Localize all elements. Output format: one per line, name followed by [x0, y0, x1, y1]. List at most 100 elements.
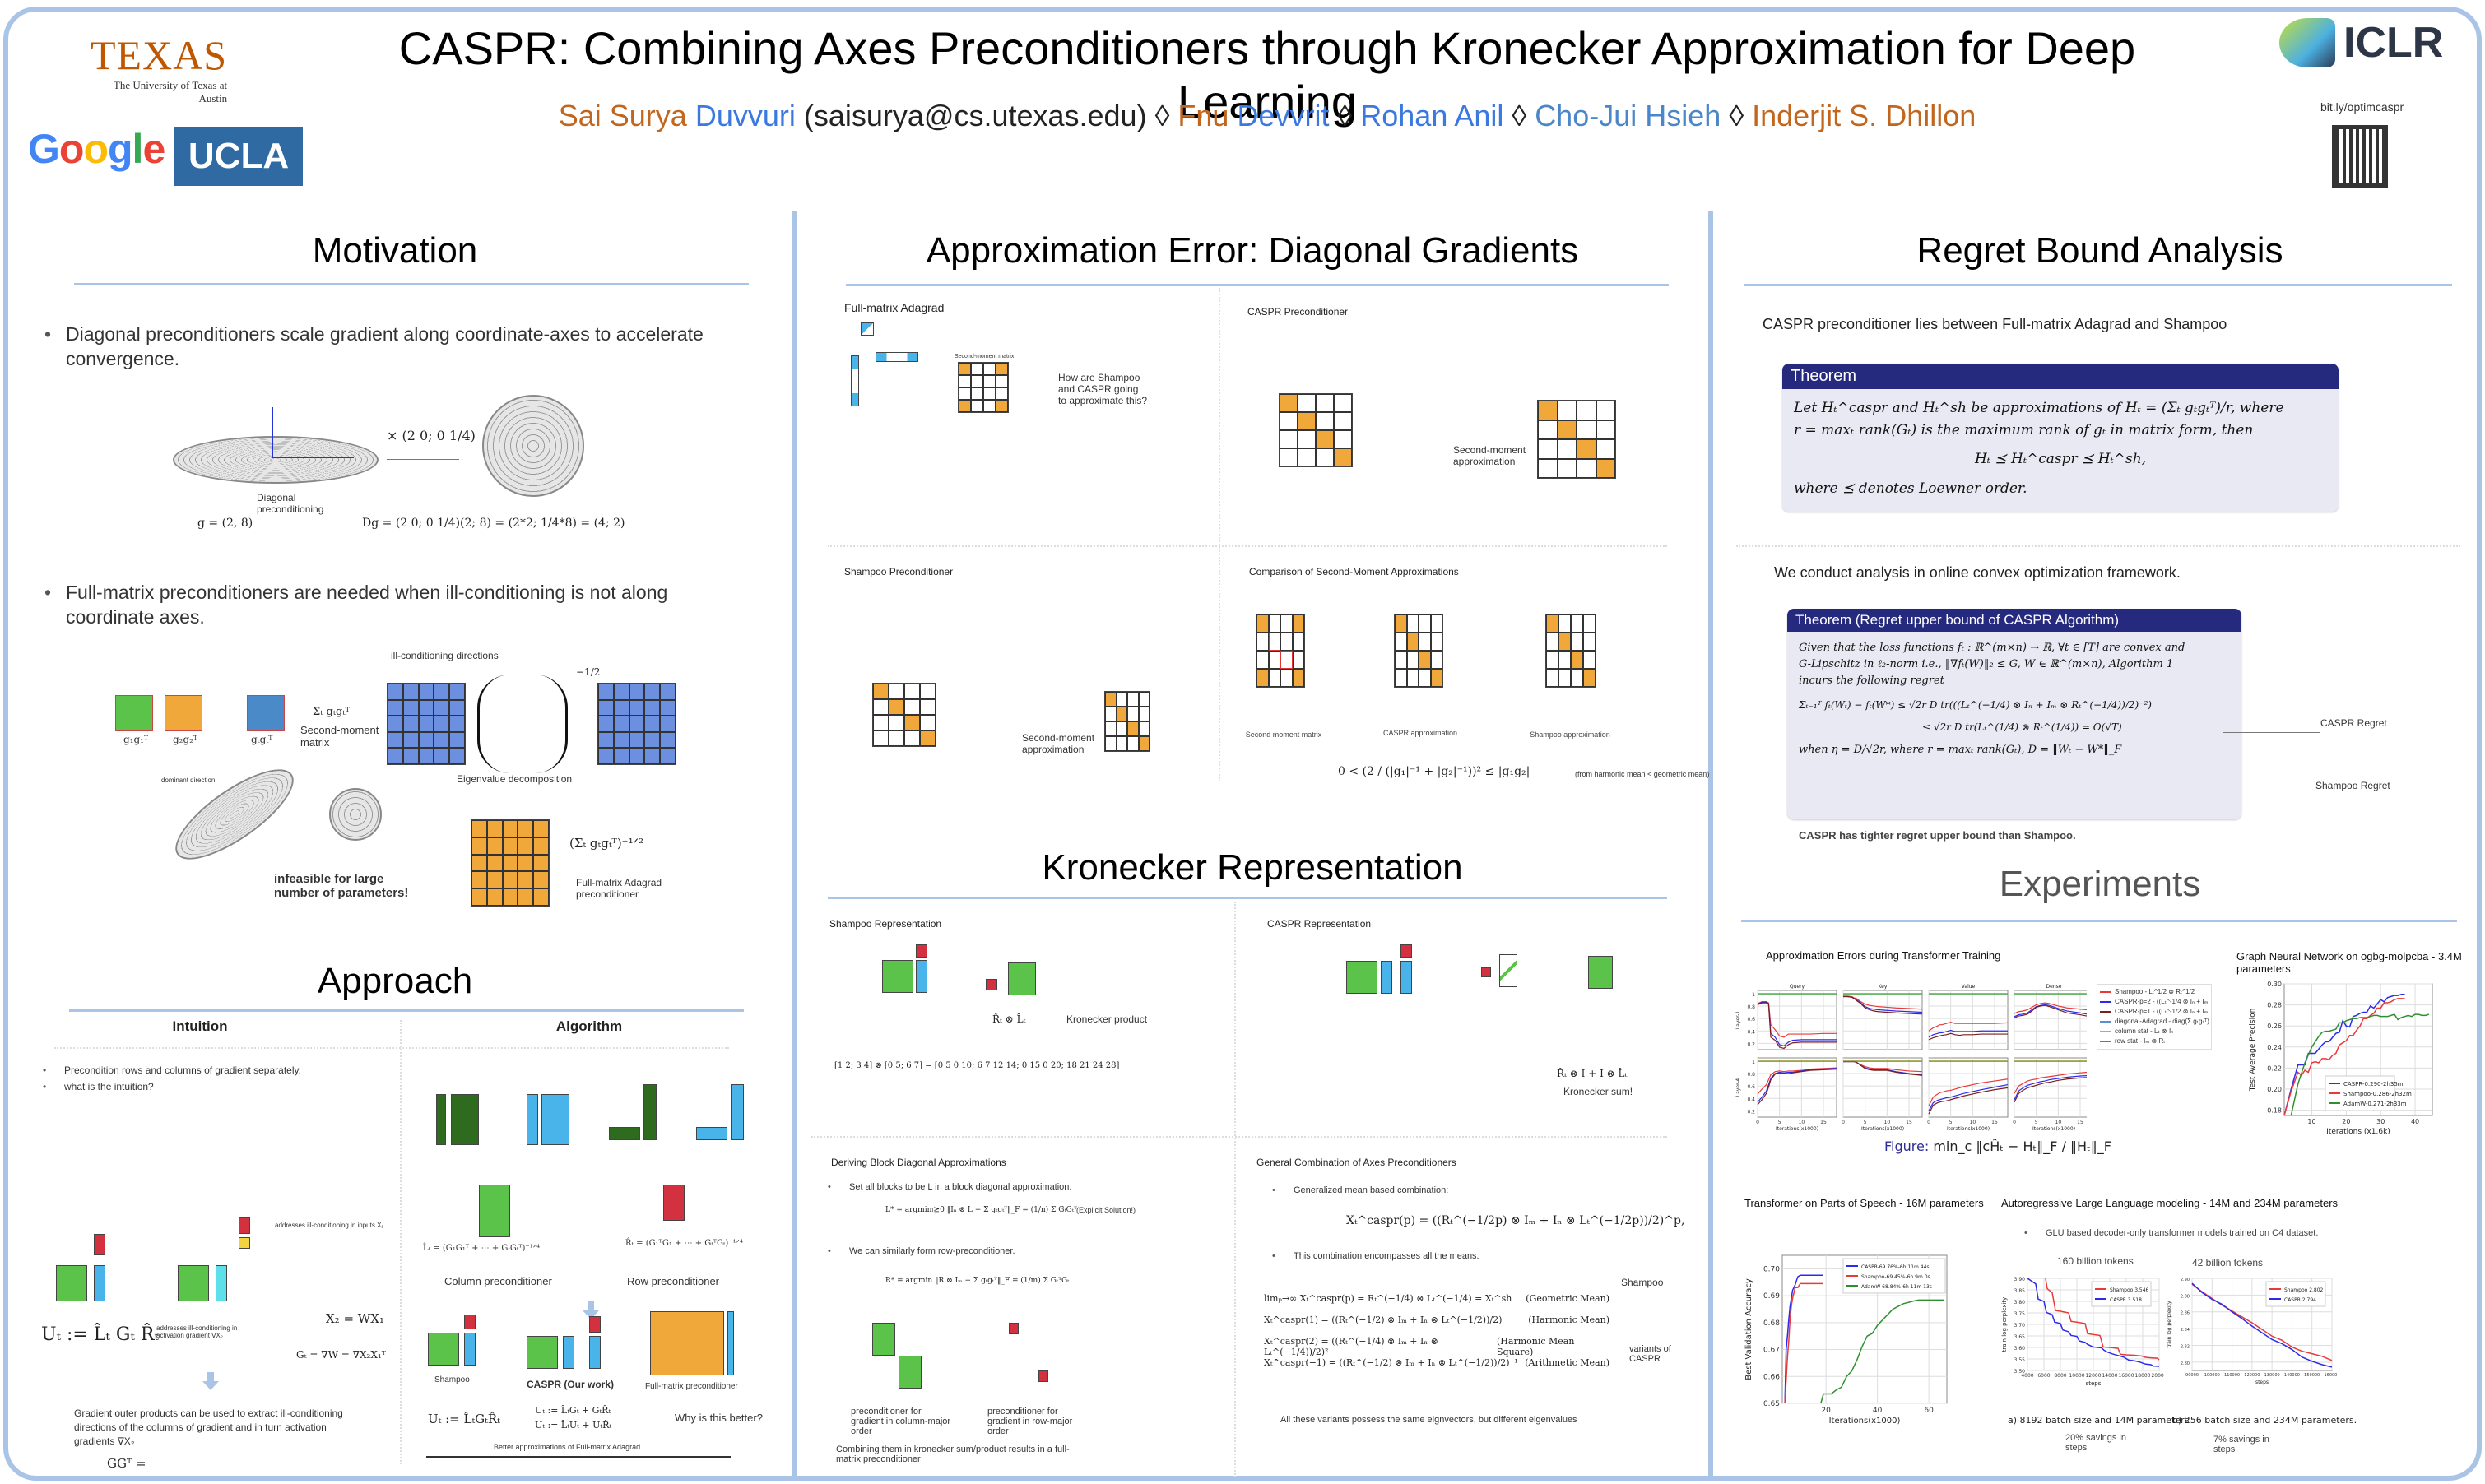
- y-axis-label: train log perplexity: [2001, 1297, 2008, 1352]
- ggt-grid: [451, 1094, 479, 1145]
- gnn-chart-title: Graph Neural Network on ogbg-molpcba - 3…: [2236, 950, 2462, 975]
- section-rule: [69, 1009, 744, 1012]
- gradient-eq: Gₜ = ∇W = ∇X₂X₁ᵀ: [296, 1349, 386, 1361]
- legend-entry: Shampoo-69.45%-6h 9m 0s: [1861, 1274, 1930, 1280]
- mean-name: (Arithmetic Mean): [1525, 1357, 1609, 1368]
- theorem-header: Theorem (Regret upper bound of CASPR Alg…: [1787, 609, 2241, 632]
- series-line: [2027, 1278, 2160, 1367]
- caspr-l-grid: [527, 1336, 558, 1369]
- full-matrix-formula: (Σₜ gₜgₜᵀ)⁻¹ᐟ²: [569, 836, 643, 851]
- x-tick-label: 18000: [2134, 1373, 2150, 1379]
- x-axis-label: Iterations(x1000): [1829, 1417, 1901, 1426]
- panel-title: Key: [1879, 984, 1888, 990]
- mean-row: limₚ→∞ Xₜ^caspr(p) = Rₜ^(−1/4) ⊗ Lₜ^(−1/…: [1264, 1293, 1609, 1315]
- l-hat-grid: [882, 960, 913, 993]
- regret-bound-caspr: Σₜ₌₁ᵀ fₜ(Wₜ) − fₜ(W*) ≤ √2r D tr(((Lₜ^(−…: [1799, 699, 2152, 712]
- mean-eq: limₚ→∞ Xₜ^caspr(p) = Rₜ^(−1/4) ⊗ Lₜ^(−1/…: [1264, 1293, 1512, 1304]
- mean-row: Xₜ^caspr(−1) = ((Rₜ^(−1/2) ⊗ Iₘ + Iₙ ⊗ L…: [1264, 1357, 1609, 1379]
- dominant-direction-label: dominant direction: [161, 777, 216, 784]
- g-column-grid: [436, 1094, 446, 1145]
- legend-swatch: [2100, 990, 2111, 993]
- eigenvector-matrix-transpose: [597, 683, 676, 765]
- full-matrix-preconditioner-grid: [471, 819, 550, 907]
- l-hat-grid: [1588, 956, 1613, 989]
- x-axis-label: Iterations(x1000): [2032, 1126, 2075, 1132]
- series-line: [1843, 995, 1923, 1015]
- explicit-solution-label: (Explicit Solution!): [1076, 1206, 1136, 1214]
- legend-swatch: [2100, 1020, 2111, 1023]
- r-hat-grid: [986, 979, 997, 990]
- approx-question: How are Shampoo and CASPR going to appro…: [1058, 372, 1148, 406]
- ggt-eq: GGᵀ =: [107, 1456, 146, 1471]
- intuition-heading: Intuition: [172, 1018, 228, 1034]
- legend-entry: CASPR 3.518: [2110, 1297, 2142, 1303]
- axis-arrow-icon: [272, 457, 354, 458]
- x-tick-label: 20000: [2151, 1373, 2164, 1379]
- legend-entry: CASPR-p=2 - ((Lₜ^-1/4 ⊗ Iₙ + Iₘ ⊗ Rₜ^-1/…: [2100, 997, 2209, 1007]
- x-tick-label: 5: [1778, 1120, 1781, 1125]
- figure-formula: min_c ‖cĤₜ − Hₜ‖_F / ‖Hₜ‖_F: [1933, 1139, 2111, 1154]
- poster-frame: [3, 7, 2482, 1481]
- series-line: [2014, 1071, 2087, 1094]
- gtg-grid: [731, 1084, 744, 1140]
- y-tick-label: 0.2: [1747, 1109, 1755, 1115]
- x-tick-label: 60: [1924, 1407, 1934, 1415]
- y-tick-label: 0.4: [1747, 1029, 1755, 1035]
- row-label: Layer-1: [1735, 1011, 1741, 1030]
- series-line: [1928, 1022, 2009, 1032]
- legend-entry: Shampoo 2.802: [2284, 1287, 2324, 1293]
- r-hat-grid: [916, 944, 927, 958]
- legend-entry: diagonal-Adagrad - diag(Σ gₜgₜᵀ): [2100, 1017, 2209, 1027]
- section-rule: [74, 283, 749, 285]
- section-rule: [1741, 920, 2457, 922]
- project-url[interactable]: bit.ly/optimcaspr: [2320, 100, 2404, 114]
- full-matrix-adagrad-label: Full-matrix Adagrad preconditioner: [576, 877, 662, 900]
- section-rule: [846, 284, 1669, 286]
- second-moment-label: Second-moment matrix: [955, 354, 1015, 359]
- caspr-approx-grid: [1537, 400, 1616, 479]
- author-last: Anil: [1454, 99, 1504, 132]
- qr-code-icon[interactable]: [2332, 125, 2388, 188]
- caspr-g-grid: [563, 1336, 574, 1369]
- llm-chart-title: Autoregressive Large Language modeling -…: [2001, 1197, 2339, 1209]
- x-tick-label: 150000: [2304, 1373, 2320, 1378]
- shampoo-update: Uₜ := L̂ₜGₜR̂ₜ: [428, 1412, 500, 1426]
- mean-eq: Xₜ^caspr(1) = ((Rₜ^(−1/2) ⊗ Iₘ + Iₙ ⊗ Lₜ…: [1264, 1315, 1503, 1325]
- why-better-note: Why is this better?: [675, 1412, 763, 1424]
- column-separator: [1708, 211, 1713, 1477]
- y-tick-label: 3.75: [2014, 1311, 2026, 1317]
- x-tick-label: 10: [1970, 1120, 1976, 1125]
- series-line: [1784, 1282, 1823, 1404]
- x-tick-label: 120000: [2244, 1373, 2260, 1378]
- outer-product-grid-1: [115, 695, 153, 731]
- l-hat-grid: [1008, 962, 1036, 995]
- author-last: Devvrit: [1237, 99, 1330, 132]
- r-hat-grid: [1400, 944, 1412, 958]
- y-axis-label: Test Average Precision: [2249, 1009, 2257, 1092]
- regret-conclusion: CASPR has tighter regret upper bound tha…: [1799, 829, 2076, 842]
- x1-grid: [239, 1237, 250, 1249]
- y-tick-label: 0.18: [2267, 1107, 2282, 1115]
- legend-entry: Shampoo - Lₜ^1/2 ⊗ Rₜ^1/2: [2100, 987, 2209, 997]
- y-tick-label: 2.82: [2181, 1344, 2190, 1349]
- kron-product-label: Kronecker product: [1066, 1013, 1148, 1025]
- mean-row: Xₜ^caspr(1) = ((Rₜ^(−1/2) ⊗ Iₘ + Iₙ ⊗ Lₜ…: [1264, 1315, 1609, 1336]
- gtg-grid: [643, 1084, 657, 1140]
- outer-product-explanation: Gradient outer products can be used to e…: [74, 1407, 343, 1447]
- x-tick-label: 15: [1820, 1120, 1827, 1125]
- x-tick-label: 110000: [2224, 1373, 2240, 1378]
- mean-inequality: 0 < (2 / (|g₁|⁻¹ + |g₂|⁻¹))² ≤ |g₁g₂|: [1338, 765, 1530, 778]
- inequality-note: (from harmonic mean < geometric mean): [1575, 770, 1710, 778]
- cmp-second-moment-grid: [1256, 614, 1305, 688]
- x-tick-label: 0: [1756, 1120, 1759, 1125]
- shampoo-approx-grid: [1104, 691, 1150, 752]
- author-separator: ◊: [1329, 99, 1361, 132]
- theorem-box-regret: Theorem (Regret upper bound of CASPR Alg…: [1787, 609, 2241, 819]
- series-line: [2014, 1002, 2087, 1014]
- x-tick-label: 30: [2376, 1118, 2385, 1125]
- savings-b: 7% savings in steps: [2213, 1435, 2269, 1454]
- series-line: [1843, 995, 1923, 1010]
- block-r-grid: [1038, 1370, 1048, 1382]
